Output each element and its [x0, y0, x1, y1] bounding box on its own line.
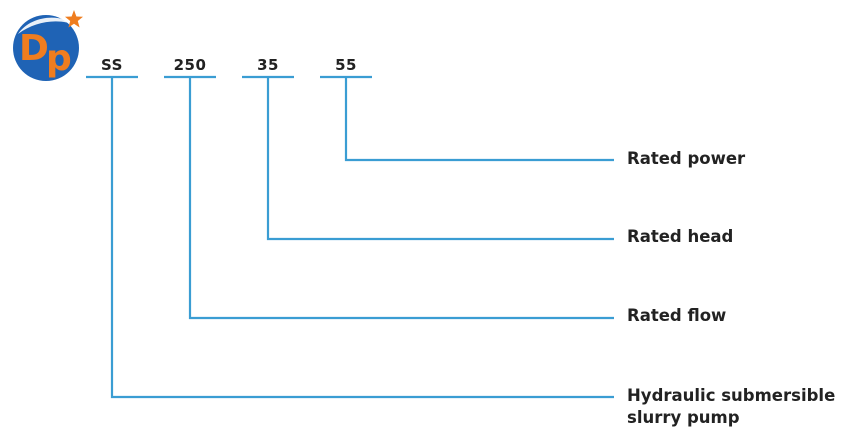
logo-letter-d: D: [19, 28, 49, 69]
label-rated-flow: Rated flow: [627, 306, 727, 325]
connector-head: [266, 77, 614, 241]
logo-star-icon: [65, 10, 83, 28]
connector-power: [344, 77, 614, 162]
logo-letter-p: p: [46, 38, 72, 79]
dp-logo-icon: D p: [13, 10, 83, 81]
label-pump-line-1: Hydraulic submersible: [627, 386, 836, 405]
code-35: 35: [257, 56, 279, 74]
connector-flow: [188, 77, 614, 320]
label-rated-power: Rated power: [627, 149, 746, 168]
label-pump-type: Hydraulic submersible slurry pump: [627, 385, 835, 429]
code-55: 55: [335, 56, 357, 74]
label-rated-head: Rated head: [627, 227, 734, 246]
logo-swoosh: [18, 17, 76, 34]
connector-pump: [110, 77, 614, 399]
label-pump-line-2: slurry pump: [627, 408, 740, 427]
code-ss: SS: [101, 56, 123, 74]
code-250: 250: [173, 56, 207, 74]
logo-circle: [13, 15, 79, 81]
